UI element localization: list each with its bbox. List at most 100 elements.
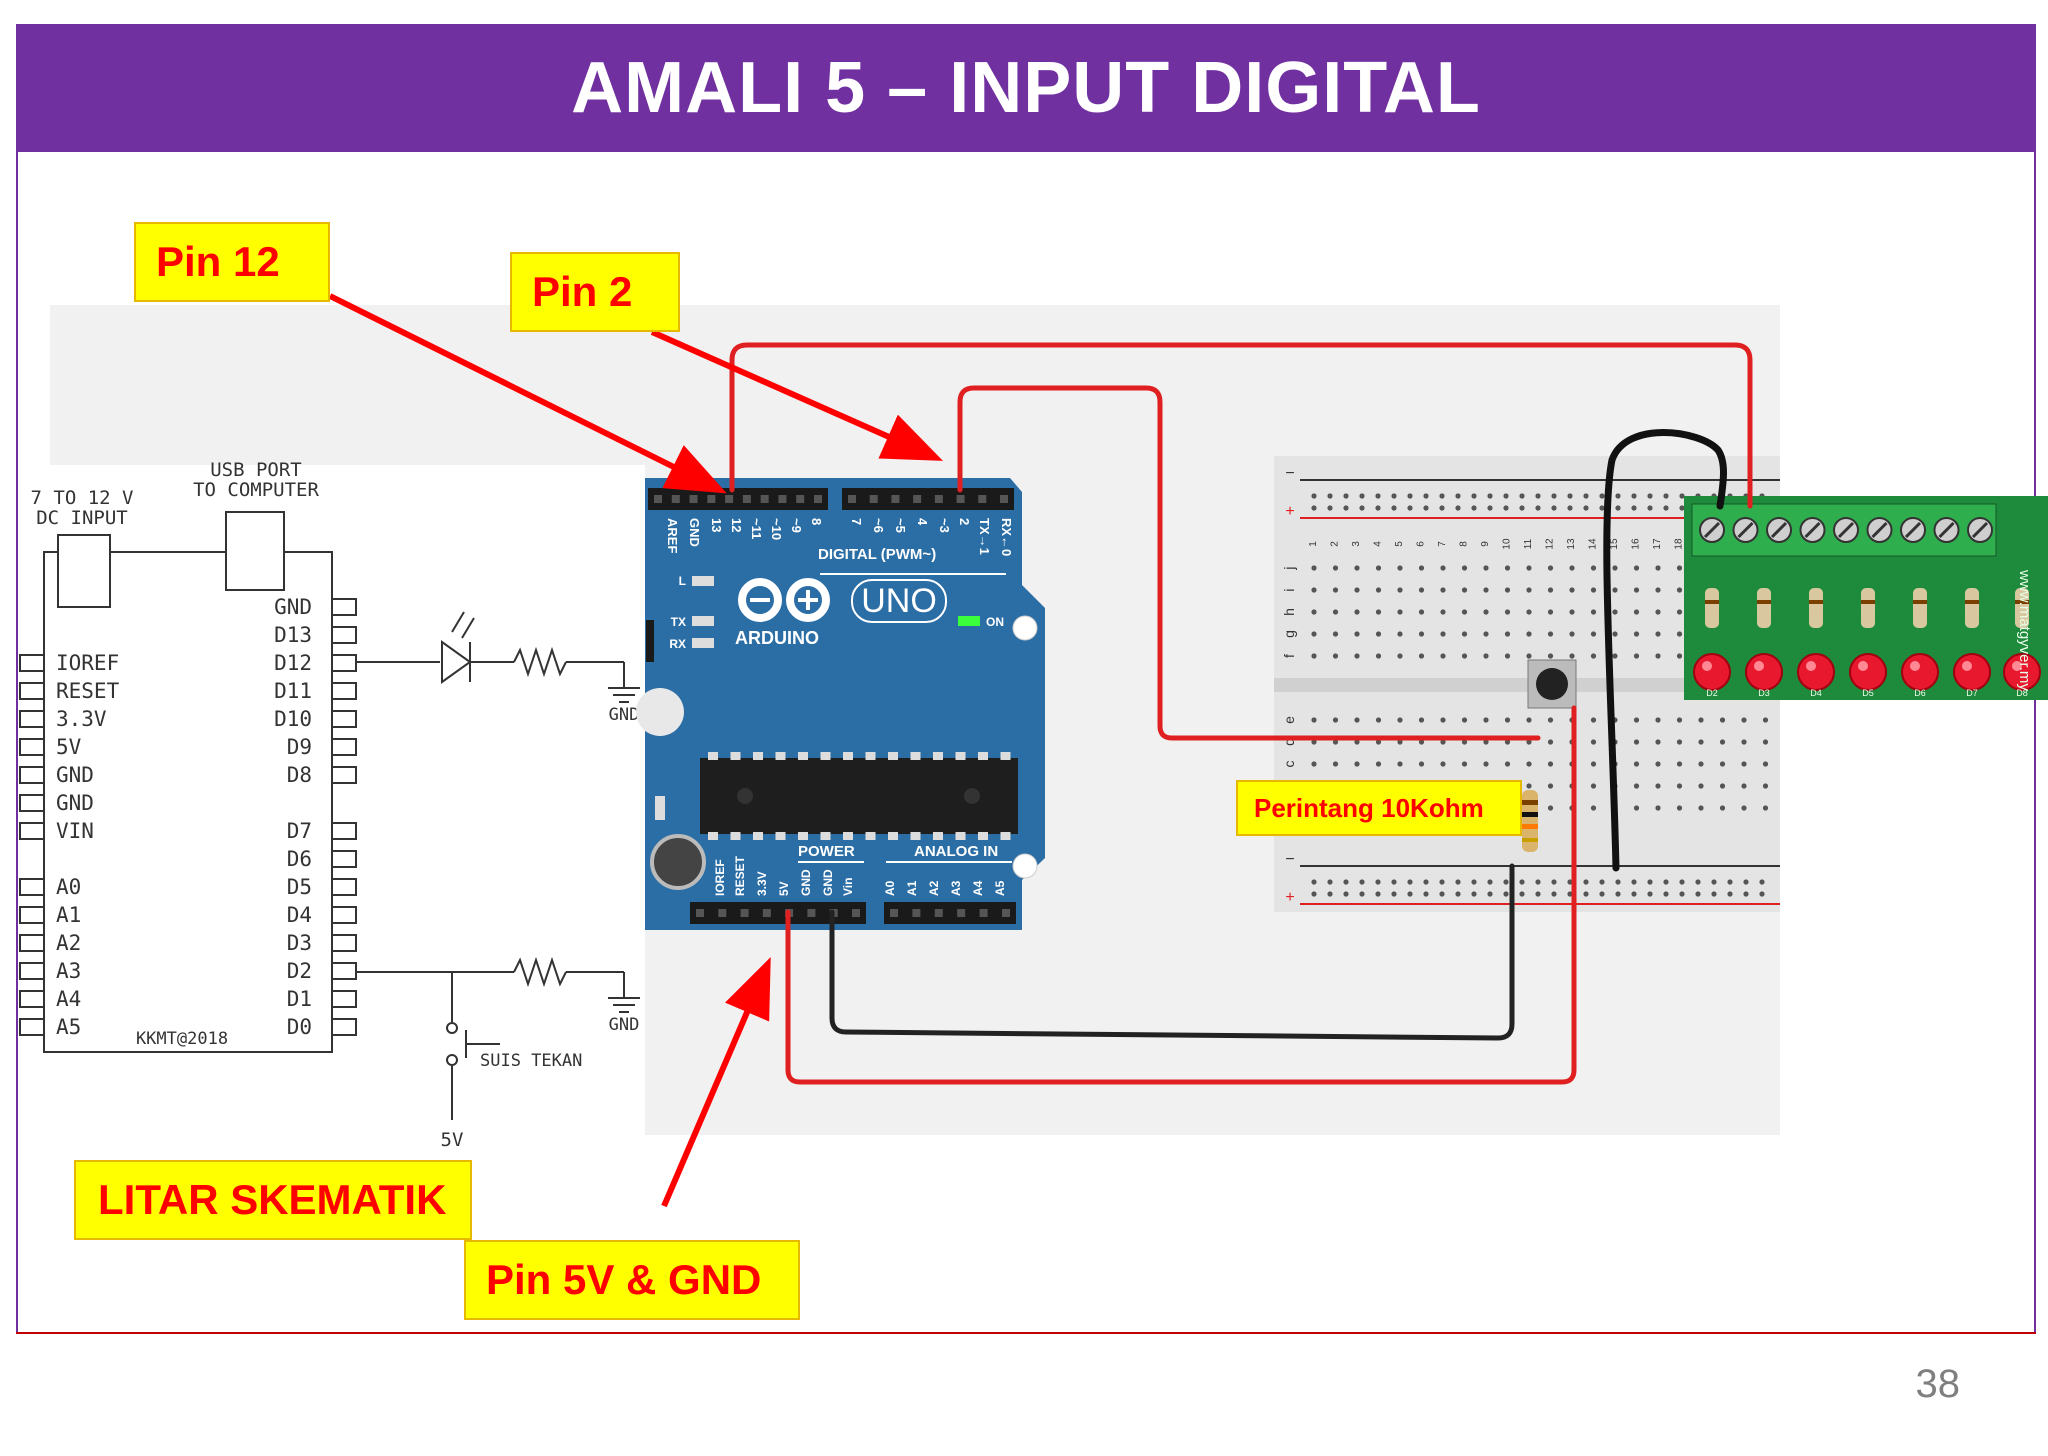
arduino-bottom-pin-label: 5V	[777, 881, 791, 896]
breadboard-hole	[1461, 631, 1468, 637]
breadboard-hole	[1663, 891, 1669, 897]
module-led	[1901, 653, 1939, 691]
arduino-bottom-pin-label: A4	[971, 880, 985, 896]
led-ray-2	[461, 617, 475, 639]
chip-notch-2	[964, 788, 980, 804]
breadboard-hole	[1311, 879, 1317, 885]
callout-pin12: Pin 12	[134, 222, 330, 302]
mounting-hole-left	[636, 688, 684, 736]
module-resistor-band	[2015, 600, 2029, 604]
breadboard-hole	[1599, 879, 1605, 885]
schematic-right-pin-label: D7	[287, 819, 312, 843]
module-resistor-band	[1757, 600, 1771, 604]
arduino-model: UNO	[861, 582, 937, 620]
breadboard-hole	[1599, 505, 1605, 511]
breadboard-row-letter: g	[1281, 630, 1297, 638]
breadboard-column-number: 15	[1609, 538, 1620, 550]
arduino-top-pin-label: ~5	[893, 518, 908, 533]
chip-pin	[978, 752, 988, 760]
logo-loop-right	[786, 578, 830, 622]
bb-top-plus: +	[1285, 503, 1294, 520]
arduino-bottom-pin-label: A5	[993, 880, 1007, 896]
breadboard-hole	[1741, 739, 1747, 745]
schematic-right-pin-box	[331, 906, 357, 924]
breadboard-hole	[1440, 717, 1446, 723]
schematic-left-pin-box	[19, 962, 45, 980]
breadboard-hole	[1504, 717, 1511, 723]
schematic-right-pin-box	[331, 766, 357, 784]
breadboard-hole	[1375, 891, 1381, 897]
breadboard-hole	[1311, 891, 1317, 897]
schematic-right-pin-label: GND	[274, 595, 312, 619]
schematic-left-pin-label: A1	[56, 903, 81, 927]
breadboard-hole	[1633, 739, 1640, 745]
arduino-top-pin-label: GND	[687, 518, 702, 547]
breadboard-hole	[1354, 631, 1360, 637]
breadboard-hole	[1741, 805, 1747, 811]
breadboard-hole	[1359, 493, 1365, 499]
breadboard-hole	[1311, 609, 1317, 615]
breadboard-hole	[1698, 717, 1704, 723]
header-hole	[891, 495, 900, 503]
screw-slot	[1737, 521, 1754, 539]
breadboard-hole	[1375, 717, 1382, 723]
arduino-bottom-pin-label: GND	[821, 869, 835, 896]
schematic-right-pin-box	[331, 710, 357, 728]
breadboard-hole	[1397, 609, 1403, 615]
breadboard-hole	[1655, 587, 1661, 593]
schematic-left-pin-box	[19, 822, 45, 840]
dc-input-label-2: DC INPUT	[36, 507, 128, 529]
usb-port	[225, 511, 285, 591]
breadboard-hole	[1519, 493, 1525, 499]
tx-label: TX	[671, 615, 686, 629]
header-hole	[696, 909, 704, 917]
arduino-top-pin-label: RX←0	[999, 518, 1014, 556]
schematic-left-pin-box	[19, 766, 45, 784]
breadboard-column-number: 3	[1351, 541, 1362, 547]
breadboard-row-letter: c	[1281, 761, 1297, 768]
chip-pin	[820, 752, 831, 760]
breadboard-hole	[1762, 739, 1769, 745]
dc-jack	[57, 534, 111, 608]
logo-plus-v	[806, 590, 810, 610]
resistor-band-1	[1522, 800, 1538, 805]
breadboard-hole	[1759, 891, 1765, 897]
usb-edge	[646, 620, 654, 662]
module-led-label: D3	[1758, 688, 1770, 698]
title-bar: AMALI 5 – INPUT DIGITAL	[16, 24, 2036, 152]
reset-edge	[655, 796, 665, 820]
schematic-right-pin-label: D9	[287, 735, 312, 759]
slide-title: AMALI 5 – INPUT DIGITAL	[571, 48, 1481, 128]
schematic-right-pin-box	[331, 962, 357, 980]
breadboard-hole	[1599, 891, 1605, 897]
module-resistor-band	[1861, 600, 1875, 604]
breadboard-hole	[1332, 631, 1339, 637]
breadboard-hole	[1391, 891, 1397, 897]
schematic-left-pin-box	[19, 654, 45, 672]
breadboard-hole	[1483, 565, 1489, 571]
breadboard-hole	[1391, 879, 1397, 885]
breadboard-hole	[1461, 739, 1468, 745]
breadboard-hole	[1461, 761, 1468, 767]
breadboard-hole	[1440, 609, 1446, 615]
breadboard-hole	[1503, 891, 1509, 897]
switch-contact-bottom	[446, 1054, 458, 1066]
breadboard-hole	[1569, 565, 1575, 571]
breadboard-column-number: 17	[1652, 538, 1663, 550]
breadboard-hole	[1655, 739, 1661, 745]
module-led	[1953, 653, 1991, 691]
breadboard-hole	[1354, 587, 1360, 593]
header-hole	[725, 495, 734, 503]
breadboard-hole	[1418, 609, 1425, 615]
module-website: www.matgyver.my	[2016, 569, 2033, 691]
schematic-left-pin-box	[19, 794, 45, 812]
breadboard-hole	[1503, 493, 1509, 499]
breadboard-hole	[1483, 739, 1489, 745]
breadboard-hole	[1583, 891, 1589, 897]
breadboard-hole	[1547, 653, 1554, 659]
breadboard-hole	[1612, 565, 1618, 571]
breadboard-hole	[1440, 565, 1446, 571]
breadboard-hole	[1483, 609, 1489, 615]
resistor-band-4	[1522, 838, 1538, 842]
breadboard-hole	[1471, 505, 1477, 511]
